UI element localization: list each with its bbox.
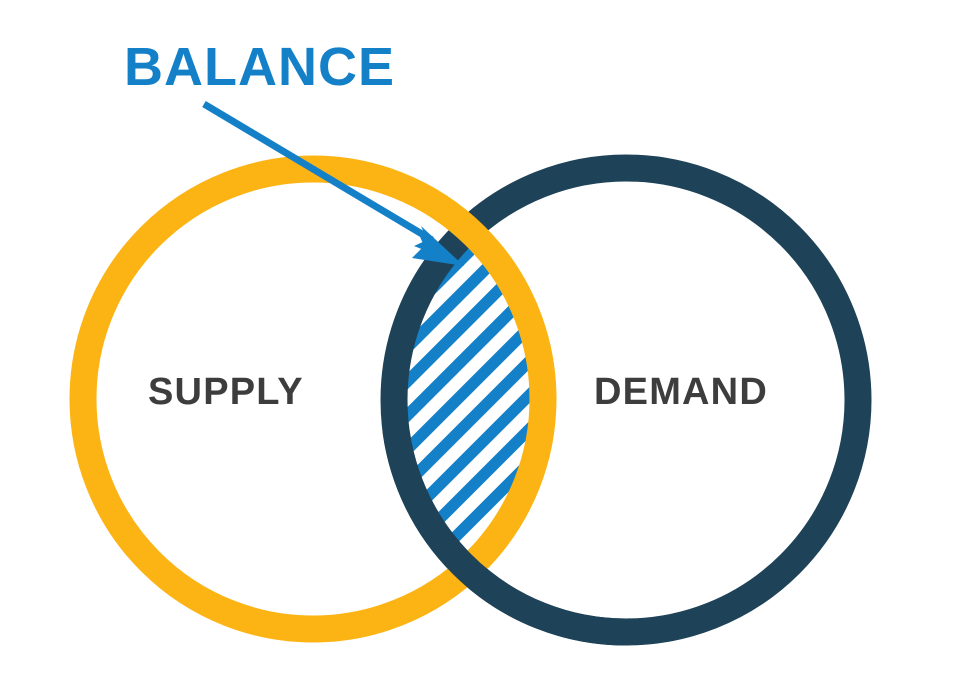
balance-label: BALANCE (124, 37, 395, 97)
balance-callout-arrow-icon (202, 100, 464, 266)
demand-circle-ring-overlap (380, 154, 872, 646)
demand-label: DEMAND (594, 371, 768, 413)
supply-label: SUPPLY (148, 371, 304, 413)
